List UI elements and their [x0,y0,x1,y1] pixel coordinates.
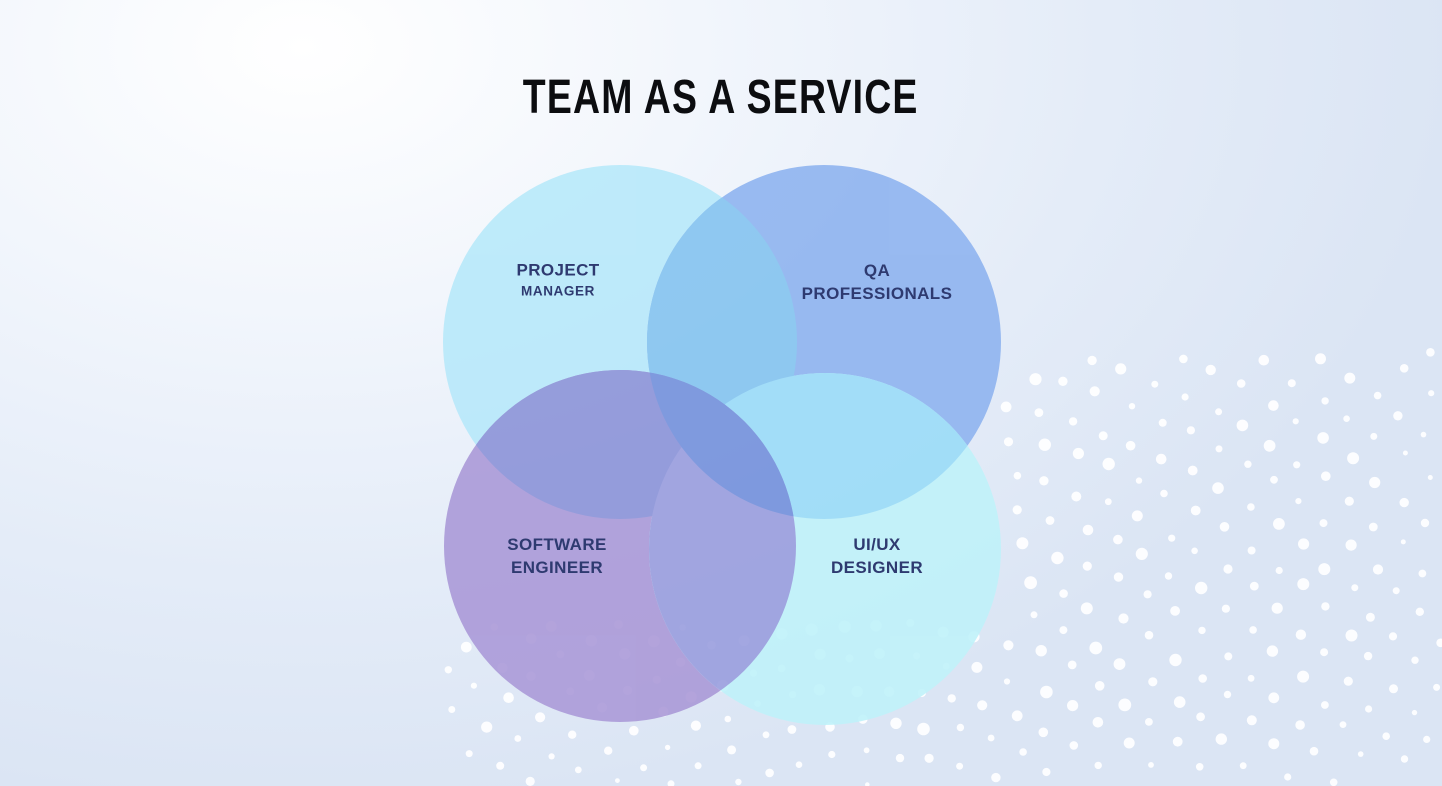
label-uiux-designer-line2: DESIGNER [831,558,923,577]
label-uiux-designer: UI/UX DESIGNER [831,534,923,580]
page-title-text: TEAM AS A SERVICE [523,71,919,124]
label-qa-professionals-line2: PROFESSIONALS [801,284,953,303]
label-project-manager: PROJECT MANAGER [516,260,599,301]
label-software-engineer-line1: SOFTWARE [507,535,607,555]
label-qa-professionals-line1: QA [863,261,891,281]
label-project-manager-line2: MANAGER [521,283,595,299]
label-qa-professionals: QA PROFESSIONALS [802,260,953,306]
overlap-qa-professionals--software-engineer [647,370,796,519]
venn-circles [443,165,1001,725]
page-title: TEAM AS A SERVICE [0,70,1442,125]
label-project-manager-line1: PROJECT [516,260,600,280]
label-software-engineer-line2: ENGINEER [511,558,603,577]
label-uiux-designer-line1: UI/UX [853,535,901,555]
label-software-engineer: SOFTWARE ENGINEER [507,534,607,580]
